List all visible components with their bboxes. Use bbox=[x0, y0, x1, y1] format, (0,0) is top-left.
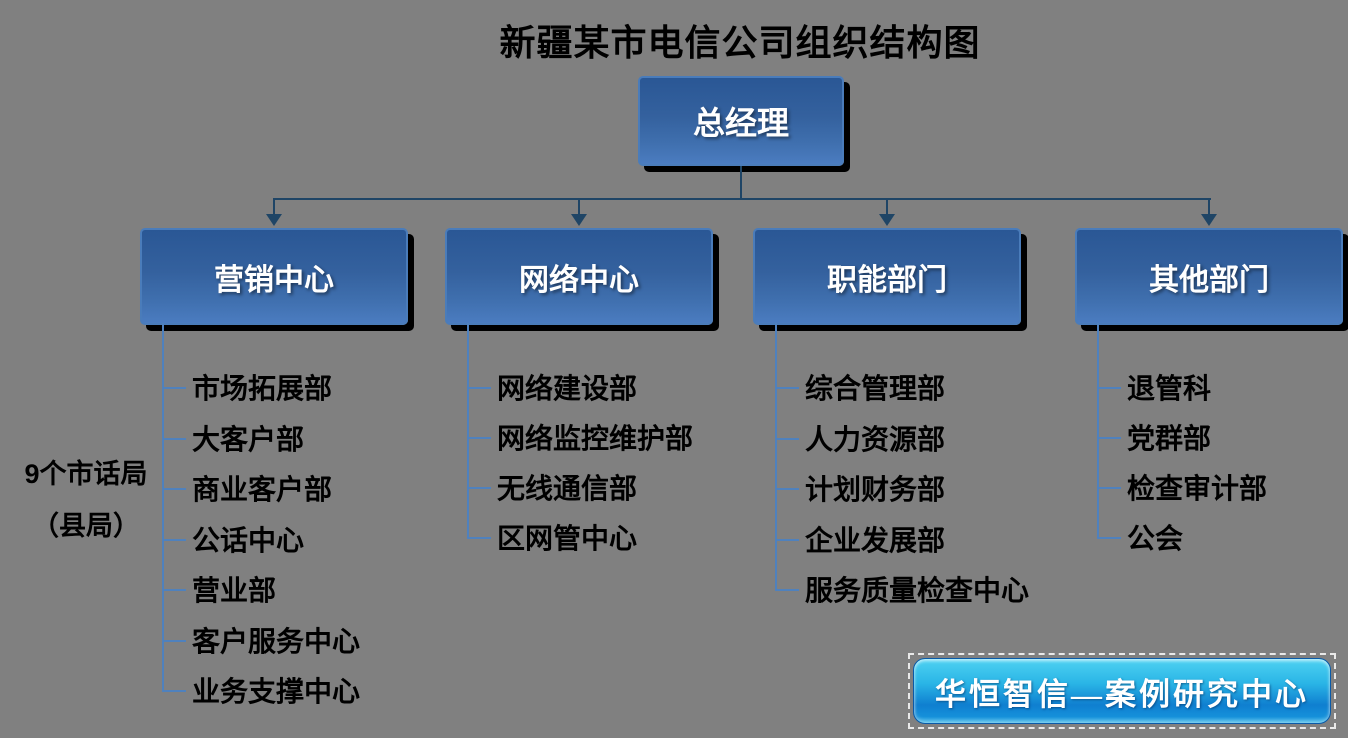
node-functional-departments: 职能部门 bbox=[753, 228, 1021, 325]
org-item: 市场拓展部 bbox=[161, 362, 360, 413]
node-marketing-center: 营销中心 bbox=[140, 228, 408, 325]
connector-drop-3 bbox=[886, 198, 888, 216]
org-item: 计划财务部 bbox=[774, 463, 1029, 514]
arrowhead-down-icon bbox=[571, 214, 587, 226]
spine-network bbox=[467, 323, 469, 537]
watermark-badge: 华恒智信—案例研究中心 bbox=[913, 658, 1331, 724]
node-functional-departments-label: 职能部门 bbox=[827, 263, 947, 297]
watermark-text: 华恒智信—案例研究中心 bbox=[935, 676, 1309, 712]
chart-title: 新疆某市电信公司组织结构图 bbox=[499, 22, 981, 63]
column-marketing: 市场拓展部 大客户部 商业客户部 公话中心 营业部 客户服务中心 业务支撑中心 bbox=[161, 362, 360, 716]
arrowhead-down-icon bbox=[879, 214, 895, 226]
org-item: 客户服务中心 bbox=[161, 615, 360, 666]
org-item: 营业部 bbox=[161, 564, 360, 615]
node-marketing-center-label: 营销中心 bbox=[214, 263, 334, 297]
spine-marketing bbox=[162, 323, 164, 690]
connector-drop-4 bbox=[1208, 198, 1210, 216]
side-note: 9个市话局 （县局） bbox=[8, 448, 164, 552]
org-item: 公会 bbox=[1096, 512, 1267, 562]
node-other-departments: 其他部门 bbox=[1075, 228, 1343, 325]
side-note-line1: 9个市话局 bbox=[24, 459, 148, 489]
column-network: 网络建设部 网络监控维护部 无线通信部 区网管中心 bbox=[466, 362, 693, 562]
node-network-center-label: 网络中心 bbox=[519, 263, 639, 297]
side-note-line2: （县局） bbox=[32, 511, 140, 541]
org-item: 网络建设部 bbox=[466, 362, 693, 412]
org-item: 党群部 bbox=[1096, 412, 1267, 462]
column-other: 退管科 党群部 检查审计部 公会 bbox=[1096, 362, 1267, 562]
arrowhead-down-icon bbox=[1201, 214, 1217, 226]
org-item: 业务支撑中心 bbox=[161, 665, 360, 716]
arrowhead-down-icon bbox=[266, 214, 282, 226]
connector-root-stub bbox=[740, 166, 742, 199]
connector-drop-1 bbox=[273, 198, 275, 216]
org-item: 商业客户部 bbox=[161, 463, 360, 514]
connector-drop-2 bbox=[578, 198, 580, 216]
org-item: 退管科 bbox=[1096, 362, 1267, 412]
spine-functional bbox=[775, 323, 777, 589]
org-item: 区网管中心 bbox=[466, 512, 693, 562]
node-general-manager-label: 总经理 bbox=[692, 105, 789, 141]
org-item: 企业发展部 bbox=[774, 514, 1029, 565]
org-item: 人力资源部 bbox=[774, 413, 1029, 464]
org-item: 检查审计部 bbox=[1096, 462, 1267, 512]
column-functional: 综合管理部 人力资源部 计划财务部 企业发展部 服务质量检查中心 bbox=[774, 362, 1029, 615]
watermark-frame: 华恒智信—案例研究中心 bbox=[908, 653, 1336, 729]
connector-rail bbox=[273, 198, 1211, 200]
node-network-center: 网络中心 bbox=[445, 228, 713, 325]
org-item: 大客户部 bbox=[161, 413, 360, 464]
node-general-manager: 总经理 bbox=[638, 76, 844, 166]
org-item: 网络监控维护部 bbox=[466, 412, 693, 462]
node-other-departments-label: 其他部门 bbox=[1149, 263, 1269, 297]
org-item: 综合管理部 bbox=[774, 362, 1029, 413]
org-item: 无线通信部 bbox=[466, 462, 693, 512]
spine-other bbox=[1097, 323, 1099, 537]
org-item: 服务质量检查中心 bbox=[774, 564, 1029, 615]
org-item: 公话中心 bbox=[161, 514, 360, 565]
